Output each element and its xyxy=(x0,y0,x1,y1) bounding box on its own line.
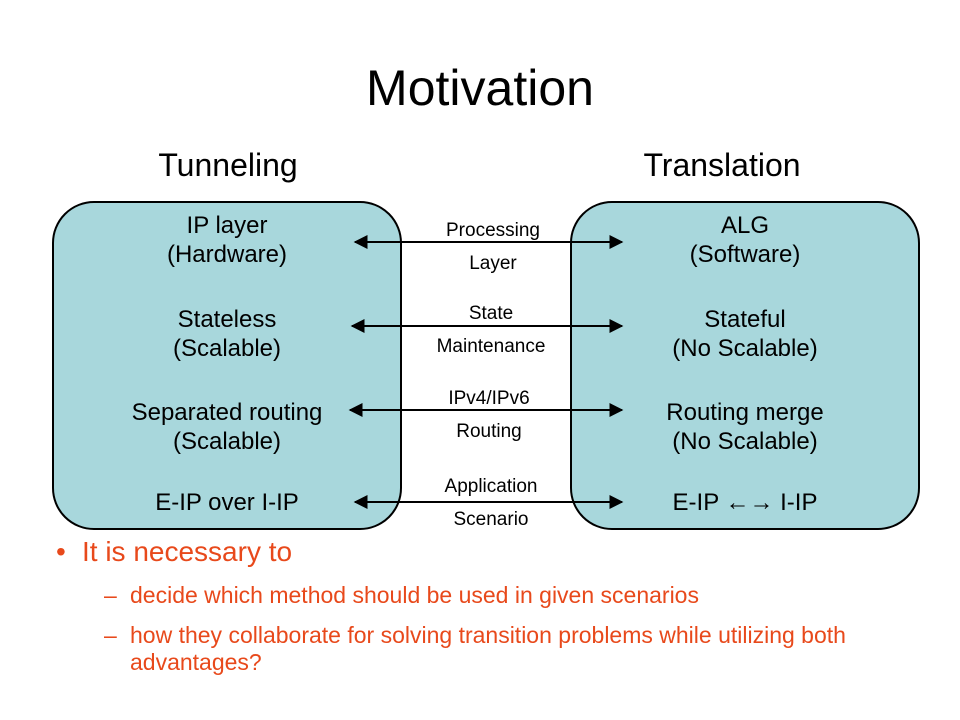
sub-bullet-1: – decide which method should be used in … xyxy=(104,582,699,608)
connector-label-routing: IPv4/IPv6 Routing xyxy=(448,388,530,442)
dash-icon: – xyxy=(104,622,117,648)
tunneling-item-scenario: E-IP over I-IP xyxy=(155,489,299,516)
translation-item-routing: Routing merge (No Scalable) xyxy=(666,399,824,455)
sub-bullet-2: – how they collaborate for solving trans… xyxy=(104,622,846,675)
bullet-main: •It is necessary to xyxy=(56,536,293,567)
dash-icon: – xyxy=(104,582,117,608)
translation-item-state: Stateful (No Scalable) xyxy=(672,306,818,362)
translation-item-scenario: E-IP ←→ I-IP xyxy=(672,489,818,516)
tunneling-item-routing: Separated routing (Scalable) xyxy=(131,399,323,455)
bullet-dot-icon: • xyxy=(56,536,66,567)
connector-label-layer: Processing Layer xyxy=(446,220,540,274)
tunneling-box xyxy=(52,201,402,530)
slide-title: Motivation xyxy=(366,60,594,116)
tunneling-heading: Tunneling xyxy=(158,147,298,183)
translation-item-layer: ALG (Software) xyxy=(689,212,801,268)
translation-heading: Translation xyxy=(643,147,801,183)
connector-label-state: State Maintenance xyxy=(436,303,546,357)
translation-box xyxy=(570,201,920,530)
tunneling-item-layer: IP layer (Hardware) xyxy=(166,212,288,268)
connector-label-scenario: Application Scenario xyxy=(444,476,538,530)
tunneling-item-state: Stateless (Scalable) xyxy=(172,306,282,362)
